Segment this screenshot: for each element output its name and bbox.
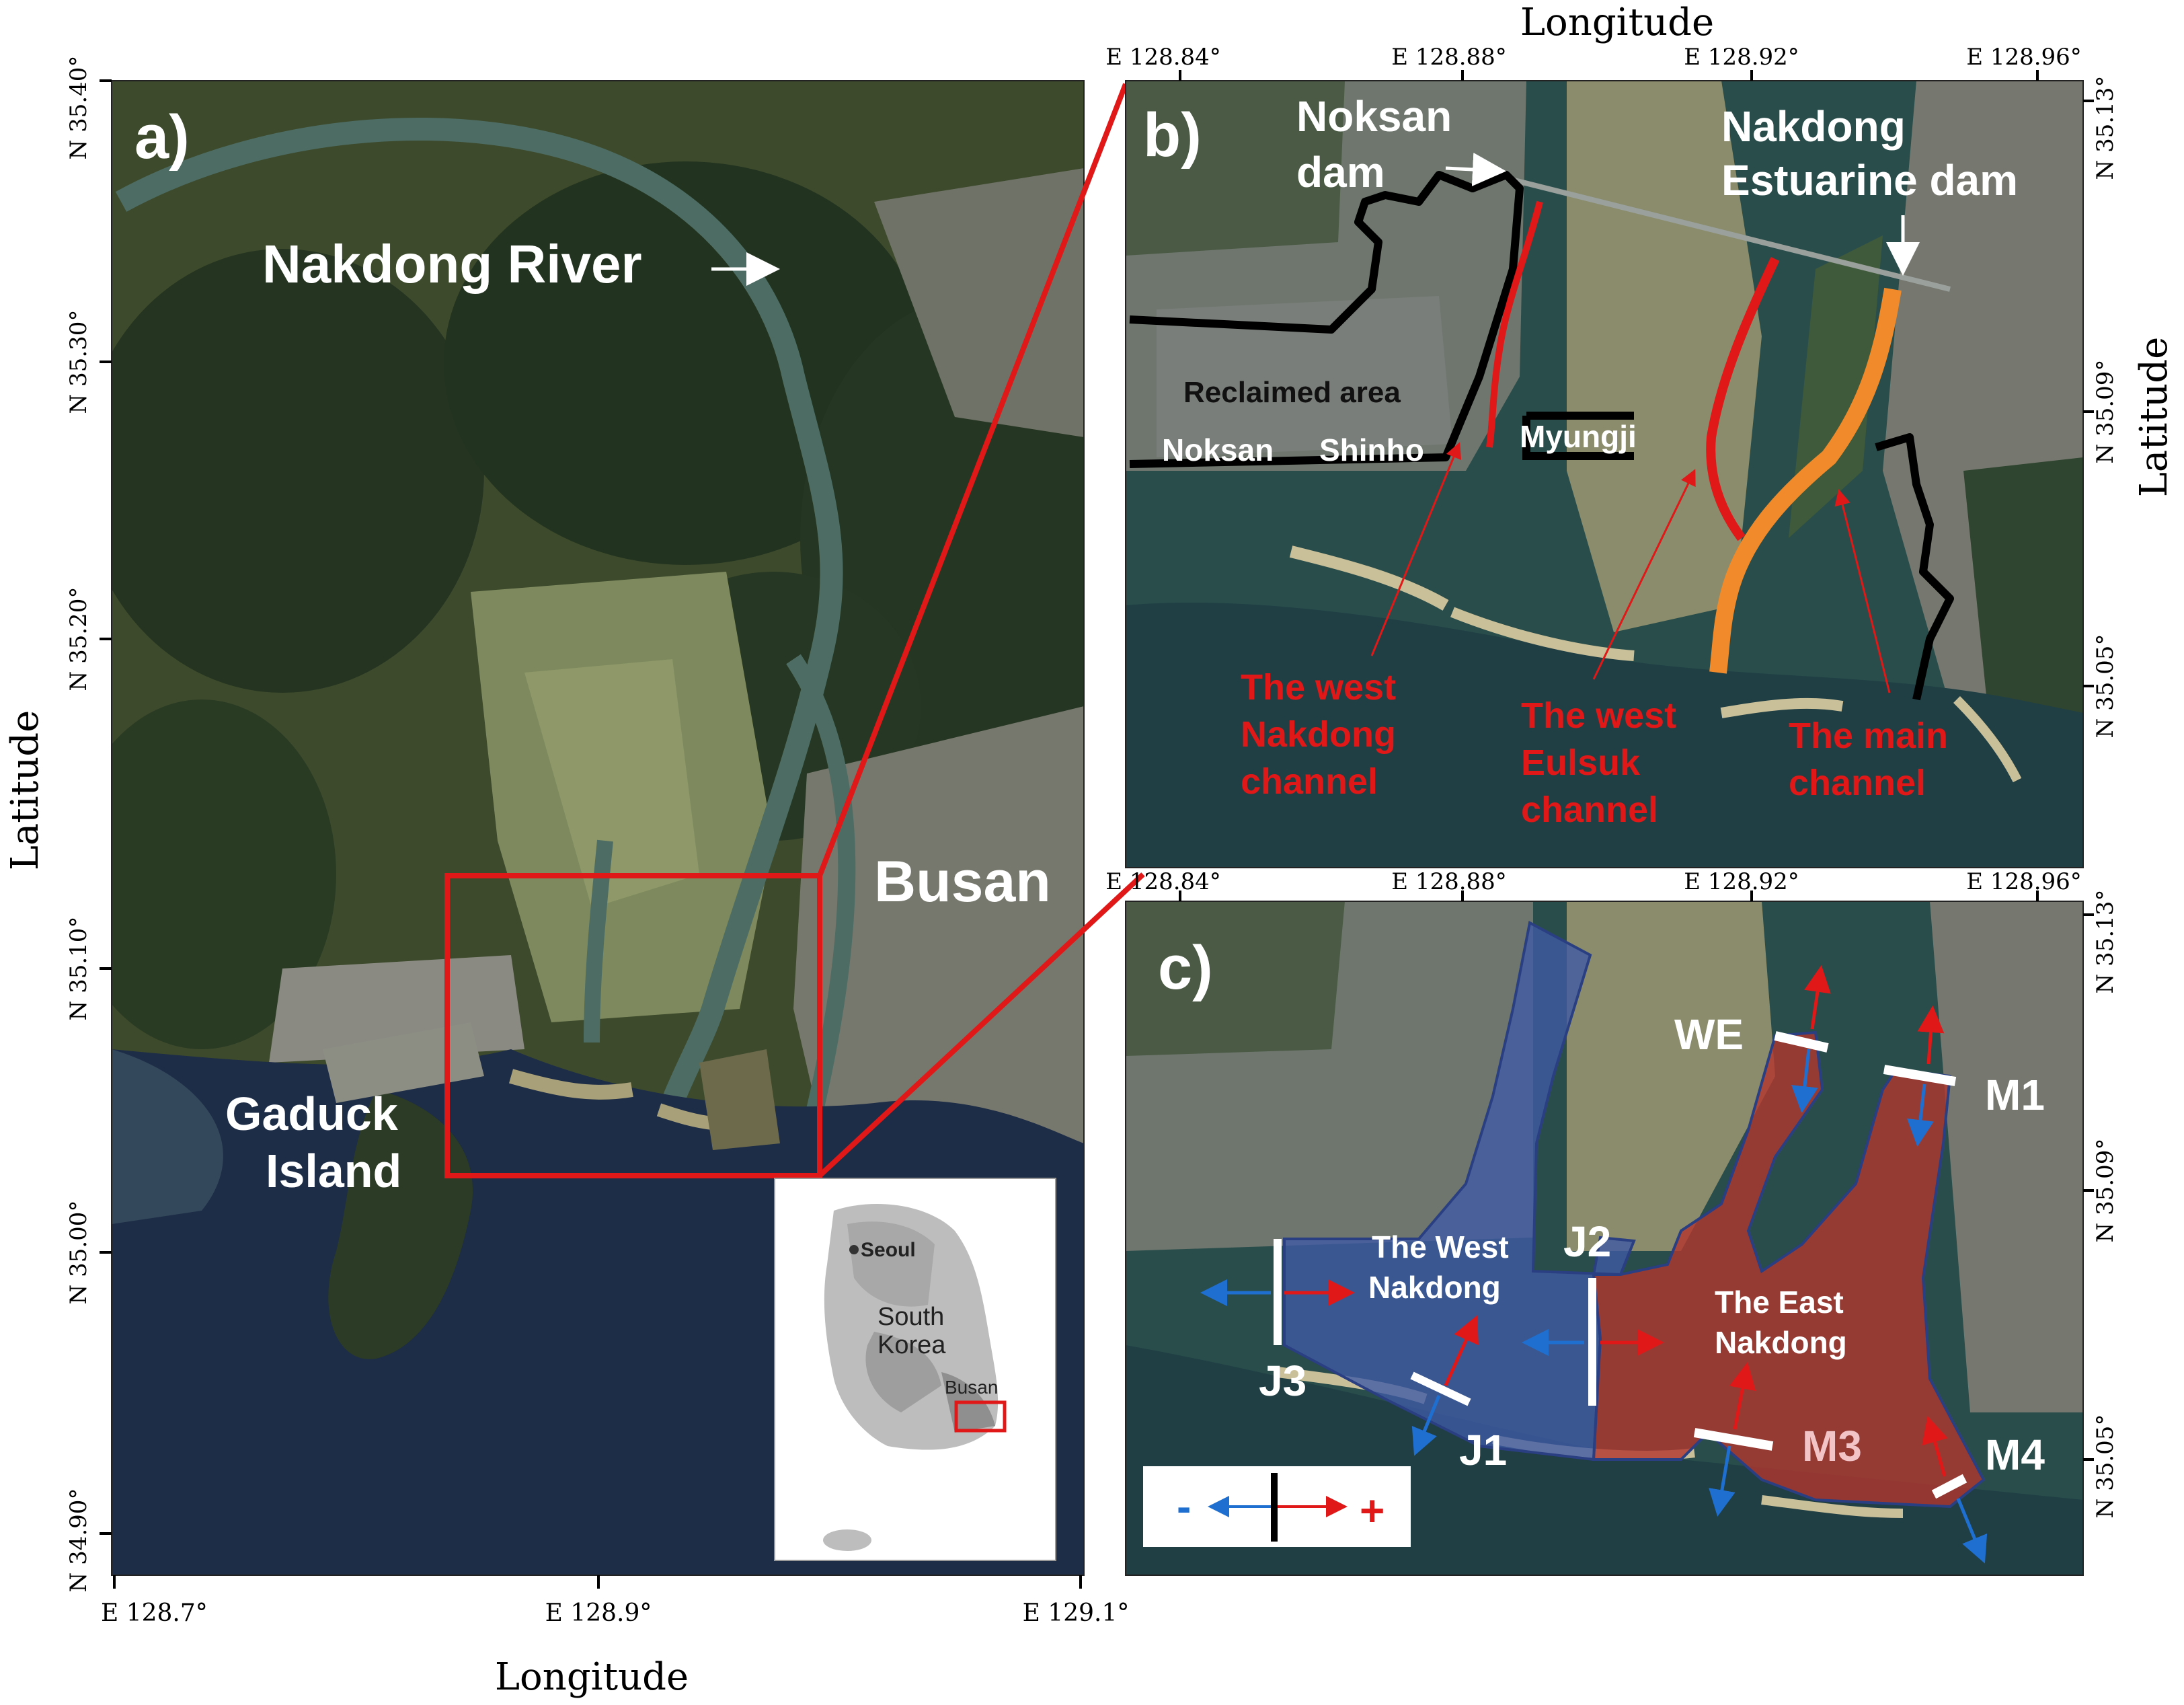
west-nakdong-region-label-1: The West bbox=[1372, 1229, 1509, 1264]
east-nakdong-region-label-2: Nakdong bbox=[1715, 1325, 1847, 1360]
station-m3-line bbox=[1693, 1428, 1774, 1451]
station-j2-label: J2 bbox=[1563, 1217, 1611, 1266]
panel-c-y-ticks bbox=[2083, 913, 2094, 1461]
station-we-label: WE bbox=[1674, 1010, 1744, 1059]
flux-arrows bbox=[1200, 965, 1988, 1564]
panel-b-ytick-1: N 35.13° bbox=[2092, 76, 2119, 180]
panel-b-x-axis-label: Longitude bbox=[1520, 1, 1714, 44]
panel-c-ytick-1: N 35.13° bbox=[2092, 890, 2119, 994]
reclaimed-area-outline bbox=[1129, 171, 1524, 468]
west-nakdong-region-label-2: Nakdong bbox=[1368, 1270, 1501, 1305]
inset-south-label: South bbox=[878, 1303, 944, 1331]
gaduck-island-label-2: Island bbox=[266, 1145, 401, 1197]
estuarine-dam-label-1: Nakdong bbox=[1721, 102, 1906, 151]
panel-b-xtick-1: E 128.84° bbox=[1105, 44, 1221, 71]
station-m3-label: M3 bbox=[1802, 1422, 1862, 1470]
panel-a-ytick-1: N 35.40° bbox=[65, 56, 92, 160]
main-channel-line bbox=[1709, 287, 1902, 674]
noksan-dam-label-2: dam bbox=[1296, 148, 1385, 196]
panel-a-y-ticks bbox=[100, 79, 112, 1535]
panel-a-ytick-6: N 34.90° bbox=[65, 1488, 92, 1593]
panel-a-y-axis-label: Latitude bbox=[3, 710, 47, 871]
korea-inset-map: Seoul South Korea Busan bbox=[774, 1178, 1056, 1561]
station-j1-label: J1 bbox=[1459, 1426, 1507, 1474]
west-eulsuk-channel-line bbox=[1706, 257, 1780, 541]
station-j3-label: J3 bbox=[1259, 1357, 1306, 1405]
gaduck-island-label-1: Gaduck bbox=[225, 1088, 398, 1140]
panel-a-ytick-2: N 35.30° bbox=[65, 310, 92, 414]
station-m1-label: M1 bbox=[1985, 1071, 2045, 1119]
station-m4-line bbox=[1931, 1474, 1967, 1499]
panel-c-label: c) bbox=[1158, 934, 1213, 1002]
panel-b-label: b) bbox=[1143, 101, 1202, 169]
busan-city-label: Busan bbox=[874, 849, 1051, 914]
panel-c-ytick-3: N 35.05° bbox=[2092, 1414, 2119, 1519]
main-channel-pointer bbox=[1834, 489, 1891, 693]
panel-a-ytick-4: N 35.10° bbox=[65, 917, 92, 1021]
legend-plus: + bbox=[1360, 1486, 1384, 1535]
zoom-line-top bbox=[817, 83, 1128, 877]
panel-a-xtick-2: E 128.9° bbox=[545, 1599, 652, 1627]
panel-b-map bbox=[1126, 81, 2083, 868]
noksan-dam-label-1: Noksan bbox=[1296, 92, 1452, 141]
panel-b-xtick-3: E 128.92° bbox=[1684, 44, 1799, 71]
inset-korea-label: Korea bbox=[878, 1331, 946, 1359]
panel-c-xtick-4: E 128.96° bbox=[1966, 868, 2082, 895]
west-nakdong-pointer bbox=[1370, 442, 1462, 656]
reclaimed-area-label: Reclaimed area bbox=[1183, 376, 1401, 409]
station-m4-label: M4 bbox=[1985, 1431, 2045, 1479]
panel-b-xtick-2: E 128.88° bbox=[1391, 44, 1507, 71]
shinho-label: Shinho bbox=[1319, 432, 1424, 467]
east-nakdong-region-label-1: The East bbox=[1715, 1285, 1844, 1320]
inset-busan-label: Busan bbox=[945, 1377, 998, 1398]
panel-a-x-ticks bbox=[113, 1575, 1082, 1589]
inset-seoul-label: Seoul bbox=[861, 1239, 916, 1261]
zoom-line-bottom bbox=[818, 872, 1145, 1178]
panel-a-label: a) bbox=[134, 103, 190, 172]
east-urban-outline bbox=[1875, 433, 1954, 701]
panel-a-ytick-5: N 35.00° bbox=[65, 1201, 92, 1305]
panel-c-xtick-2: E 128.88° bbox=[1391, 868, 1507, 895]
panel-a-ytick-3: N 35.20° bbox=[65, 587, 92, 691]
panel-a-xtick-1: E 128.7° bbox=[101, 1599, 208, 1627]
legend-minus: - bbox=[1177, 1482, 1191, 1531]
west-nakdong-label-3: channel bbox=[1241, 761, 1378, 802]
zoom-box bbox=[444, 873, 822, 1178]
panel-b-y-ticks bbox=[2083, 100, 2094, 687]
west-eulsuk-label-3: channel bbox=[1521, 790, 1658, 830]
west-nakdong-channel-line bbox=[1486, 200, 1543, 448]
panel-b-ytick-2: N 35.09° bbox=[2092, 360, 2119, 464]
west-eulsuk-pointer bbox=[1592, 469, 1696, 680]
noksan-label: Noksan bbox=[1162, 432, 1274, 467]
estuarine-dam-label-2: Estuarine dam bbox=[1721, 156, 2018, 204]
panel-b-ytick-3: N 35.05° bbox=[2092, 634, 2119, 738]
panel-a-x-axis-label: Longitude bbox=[495, 1655, 689, 1699]
east-nakdong-region bbox=[1592, 1030, 1986, 1509]
flux-direction-legend: - + bbox=[1143, 1466, 1411, 1547]
panel-c-ytick-2: N 35.09° bbox=[2092, 1139, 2119, 1243]
panel-c-xtick-3: E 128.92° bbox=[1684, 868, 1799, 895]
panel-a-xtick-3: E 129.1° bbox=[1023, 1599, 1130, 1627]
panel-b-y-axis-label: Latitude bbox=[2132, 337, 2176, 498]
west-nakdong-label-2: Nakdong bbox=[1241, 714, 1396, 755]
west-eulsuk-label-2: Eulsuk bbox=[1521, 743, 1641, 783]
noksan-dam-arrow bbox=[1445, 153, 1506, 186]
panel-b-x-ticks bbox=[1179, 70, 2039, 81]
west-nakdong-label-1: The west bbox=[1241, 667, 1396, 708]
station-we-line bbox=[1774, 1031, 1829, 1053]
inset-busan-box bbox=[954, 1400, 1007, 1433]
panel-b-xtick-4: E 128.96° bbox=[1966, 44, 2082, 71]
nakdong-river-label: Nakdong River bbox=[262, 234, 642, 294]
main-channel-label-2: channel bbox=[1789, 763, 1926, 803]
west-eulsuk-label-1: The west bbox=[1521, 695, 1676, 736]
main-channel-label-1: The main bbox=[1789, 716, 1948, 756]
panel-c-xtick-1: E 128.84° bbox=[1105, 868, 1221, 895]
station-m1-line bbox=[1883, 1065, 1957, 1086]
myungji-label: Myungji bbox=[1520, 419, 1637, 454]
station-j1-line bbox=[1410, 1371, 1471, 1406]
panel-c-x-ticks bbox=[1179, 891, 2039, 901]
myungji-outline bbox=[1522, 412, 1634, 460]
